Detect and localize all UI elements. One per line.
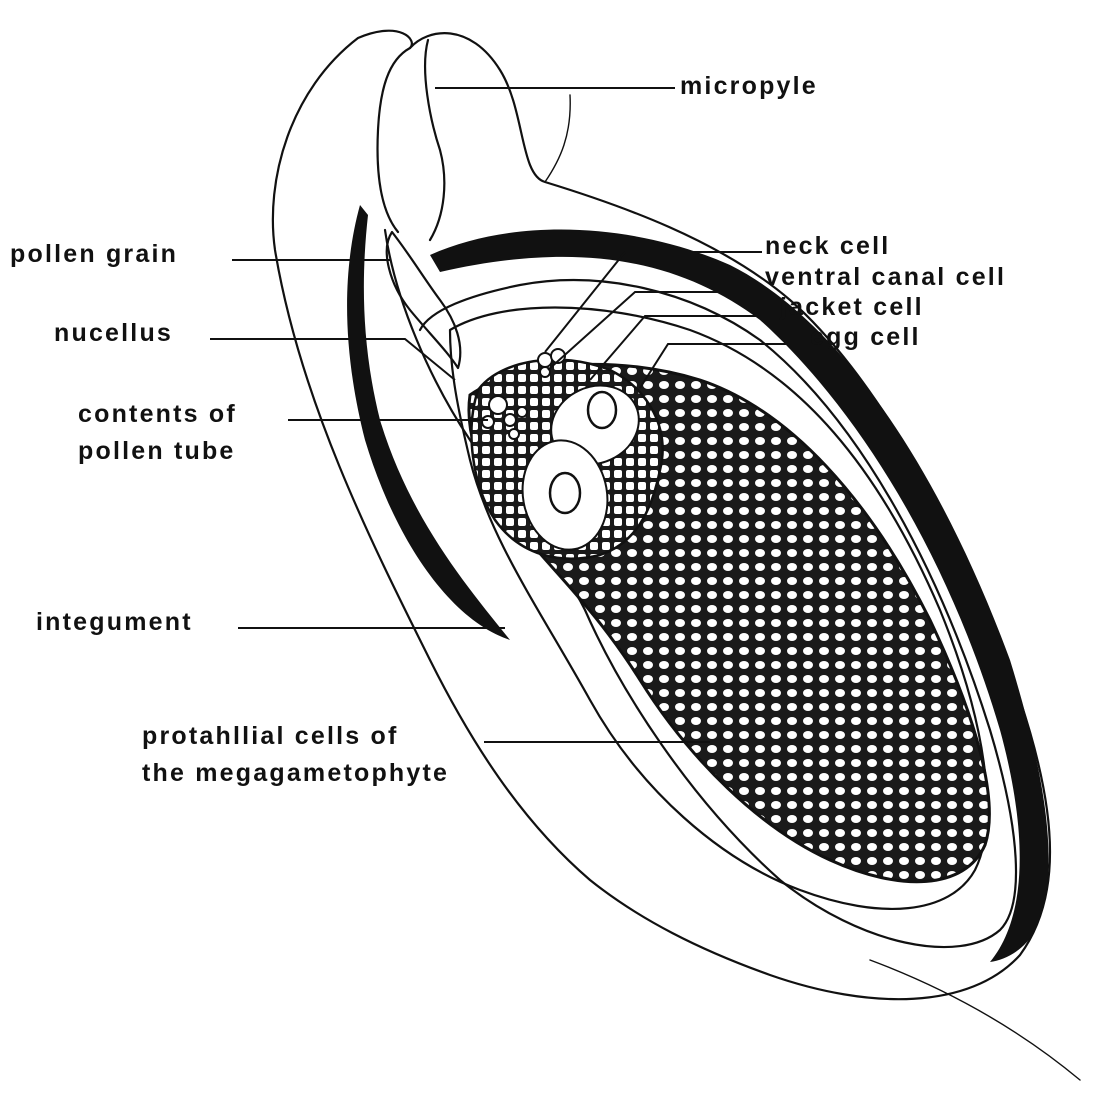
label-protahllial-line1: protahllial cells of [142, 722, 399, 750]
label-nucellus: nucellus [54, 319, 173, 347]
label-micropyle: micropyle [680, 72, 818, 100]
neck-cell [538, 353, 552, 367]
label-ventral-canal-cell: ventral canal cell [765, 263, 1006, 291]
micropyle-right-lip [425, 40, 444, 240]
label-contents-line2: pollen tube [78, 437, 236, 465]
label-contents-line1: contents of [78, 400, 237, 428]
label-integument: integument [36, 608, 193, 636]
leader-ventral-canal-cell [548, 292, 762, 370]
egg-cell-lower-nucleus [550, 473, 580, 513]
micropyle-inner-lip [378, 48, 410, 232]
pollen-tube-content [489, 396, 507, 414]
label-protahllial-line2: the megagametophyte [142, 759, 449, 787]
egg-cell-upper-nucleus [588, 392, 616, 428]
pollen-tube-content [517, 407, 527, 417]
pollen-tube-content [509, 429, 519, 439]
funiculus-line [870, 960, 1080, 1080]
label-jacket-cell: jacket cell [779, 293, 924, 321]
pollen-tube-content [504, 414, 516, 426]
pollen-tube-content [482, 416, 494, 428]
label-egg-cell: egg cell [810, 323, 921, 351]
integument-flap [545, 95, 570, 182]
label-pollen-grain: pollen grain [10, 240, 178, 268]
label-neck-cell: neck cell [765, 232, 890, 260]
